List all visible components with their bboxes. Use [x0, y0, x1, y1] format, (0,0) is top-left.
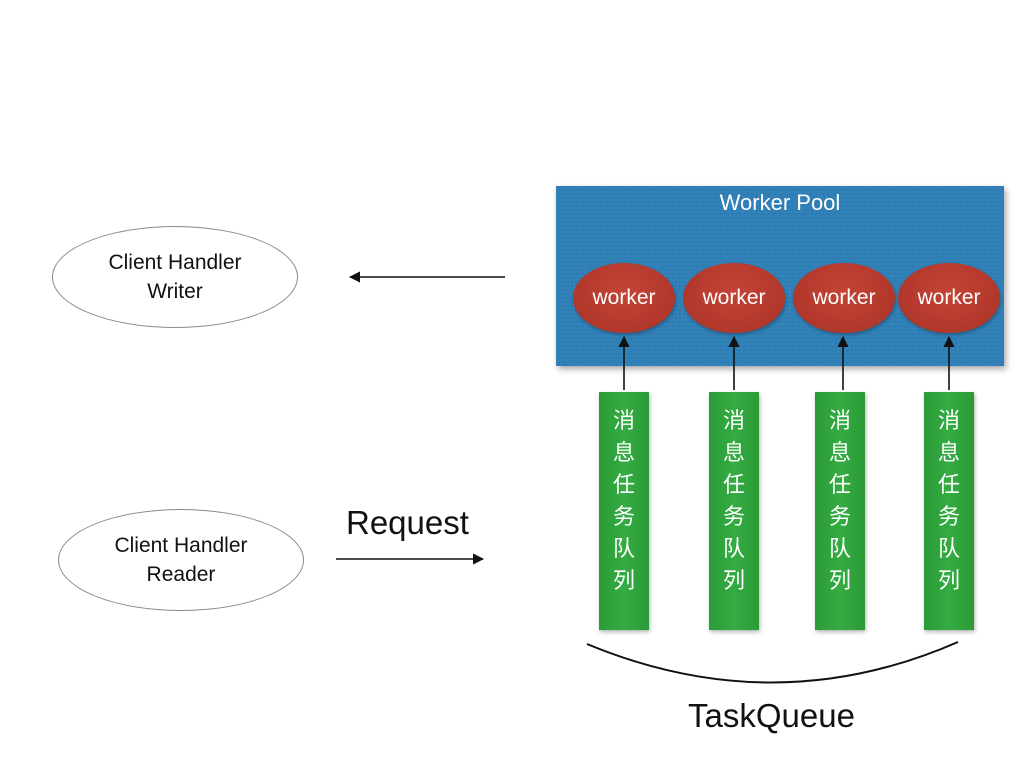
queue-char: 息: [937, 441, 960, 466]
taskqueue-label: TaskQueue: [688, 697, 855, 734]
queue-char: 消: [828, 409, 851, 434]
queue-char: 任: [828, 473, 851, 498]
queue-char: 息: [612, 441, 635, 466]
queue-char: 任: [612, 473, 635, 498]
reader-label-line1: Client Handler: [114, 534, 248, 557]
reader-label-line2: Reader: [146, 563, 216, 586]
queue-char: 消: [612, 409, 635, 434]
taskqueue-brace: [586, 641, 959, 684]
queue-char: 队: [722, 537, 745, 562]
queue-char: 务: [722, 505, 745, 530]
worker-node-4: worker: [898, 263, 1000, 333]
queue-char: 队: [828, 537, 851, 562]
worker-node-2: worker: [683, 263, 785, 333]
task-queue-3: 消 息 任 务 队 列: [815, 392, 865, 630]
worker-pool-title: Worker Pool: [719, 190, 841, 215]
task-queue-2: 消 息 任 务 队 列: [709, 392, 759, 630]
queue-char: 务: [937, 505, 960, 530]
worker-node-3: worker: [793, 263, 895, 333]
queue-char: 任: [937, 473, 960, 498]
queue-char: 队: [937, 537, 960, 562]
queue-char: 消: [722, 409, 745, 434]
queue-char: 队: [612, 537, 635, 562]
client-handler-writer: Client Handler Writer: [52, 226, 298, 328]
worker-node-1: worker: [573, 263, 675, 333]
queue-char: 息: [722, 441, 745, 466]
queue-char: 任: [722, 473, 745, 498]
queue-char: 列: [828, 569, 851, 594]
queue-char: 列: [612, 569, 635, 594]
queue-char: 列: [722, 569, 745, 594]
queue-char: 消: [937, 409, 960, 434]
queue-char: 列: [937, 569, 960, 594]
request-label: Request: [346, 504, 469, 541]
task-queue-1: 消 息 任 务 队 列: [599, 392, 649, 630]
queue-char: 务: [828, 505, 851, 530]
task-queue-4: 消 息 任 务 队 列: [924, 392, 974, 630]
client-handler-reader: Client Handler Reader: [58, 509, 304, 611]
writer-label-line1: Client Handler: [108, 251, 242, 274]
queue-char: 务: [612, 505, 635, 530]
writer-label-line2: Writer: [147, 280, 203, 303]
queue-char: 息: [828, 441, 851, 466]
